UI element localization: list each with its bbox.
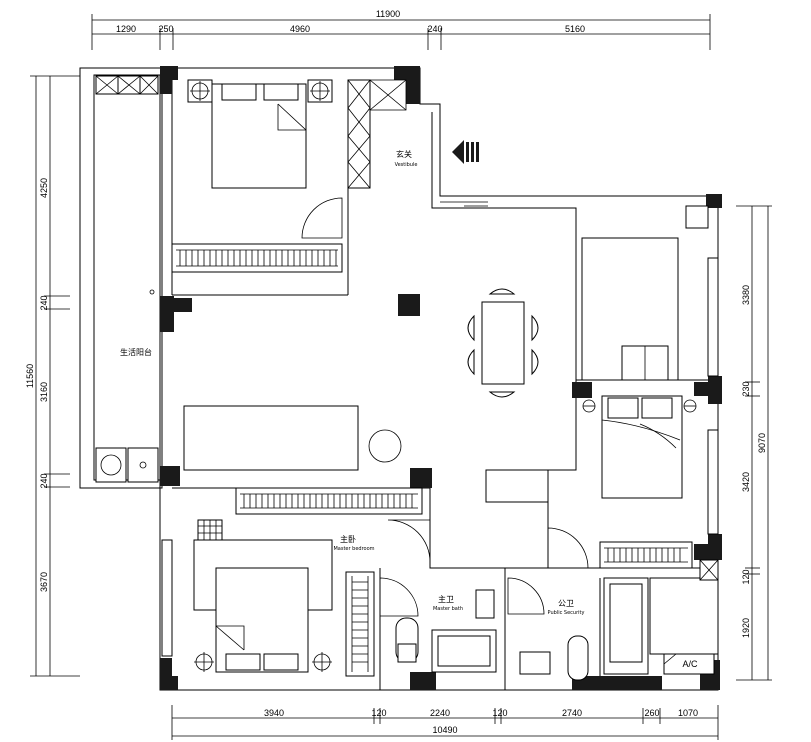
bed [211,83,307,189]
dining-table [481,301,525,385]
dim-right-4: 120 [741,569,751,584]
dim-bottom-2: 120 [371,708,386,718]
master-bedroom-label-en: Master bedroom [333,546,374,552]
master-bath: 主卫 Master bath [379,577,497,673]
chair [488,288,516,295]
balcony-label: 生活阳台 [120,347,152,357]
master-bedroom: 主卧 Master bedroom [161,487,431,677]
bedroom-north [171,79,407,273]
nightstand-lamp-e2 [683,399,697,413]
dim-top-3: 4960 [290,24,310,34]
side-table [368,429,402,463]
dimension-top: 11900 1290 250 4960 240 5160 [91,9,711,50]
master-bedroom-label-cn: 主卧 [340,534,356,544]
closet [345,571,375,677]
dim-bottom-5: 2740 [562,708,582,718]
dim-bottom-total: 10490 [432,725,457,735]
dim-top-total: 11900 [376,9,400,19]
living-area [149,289,402,471]
dim-bottom-6: 260 [644,708,659,718]
vestibule: 玄关 Vestibule [395,140,488,207]
wardrobe [599,541,693,569]
ac-label: A/C [682,659,698,669]
dim-right-1: 3380 [741,285,751,305]
chair [488,391,516,398]
nightstand-lamp-m2 [312,652,332,672]
dim-top-5: 5160 [565,24,585,34]
nightstand-lamp-m1 [194,652,214,672]
dimension-right: 9070 3380 230 3420 120 1920 [736,205,772,681]
nightstand-lamp-right [307,79,333,103]
dim-top-1: 1290 [116,24,136,34]
dim-right-total: 9070 [757,433,767,453]
vestibule-label-cn: 玄关 [396,149,412,159]
dim-bottom-4: 120 [492,708,507,718]
dim-left-total: 11560 [25,364,35,388]
dining-area [467,288,549,503]
dim-left-5: 3670 [39,572,49,592]
chair [531,348,539,376]
bedroom-east [547,205,719,569]
dim-left-4: 240 [39,473,49,488]
washing-machine [95,447,127,483]
dim-left-2: 240 [39,295,49,310]
wardrobe [235,487,423,515]
walls [79,66,722,691]
master-bath-label-cn: 主卫 [438,594,454,604]
public-bath-label-en: Public Security [548,610,585,616]
dim-bottom-3: 2240 [430,708,450,718]
dim-left-3: 3160 [39,382,49,402]
toilet [567,635,589,681]
sofa [183,405,359,471]
entrance-arrow-icon [452,140,479,164]
chair [531,314,539,342]
chair [467,314,475,342]
wardrobe [171,243,343,273]
dim-top-4: 240 [427,24,442,34]
laundry-sink [127,447,159,483]
dim-right-5: 1920 [741,618,751,638]
dim-right-3: 3420 [741,472,751,492]
sink [475,589,495,619]
nightstand-lamp-left [187,79,213,103]
dim-bottom-7: 1070 [678,708,698,718]
public-bath: A/C 公卫 Public Security [507,559,719,681]
dimension-left: 11560 4250 240 3160 240 3670 [25,75,80,677]
nightstand-lamp-e1 [582,399,596,413]
dimension-bottom: 3940 120 2240 120 2740 260 1070 10490 [171,705,719,740]
master-bath-label-en: Master bath [433,606,463,612]
dim-bottom-1: 3940 [264,708,284,718]
public-bath-label-cn: 公卫 [558,599,574,608]
balcony: 生活阳台 [95,75,159,483]
chair [467,348,475,376]
dim-top-2: 250 [158,24,173,34]
sink [519,651,551,675]
dim-left-1: 4250 [39,178,49,198]
dim-right-2: 230 [741,381,751,396]
vestibule-label-en: Vestibule [395,162,418,168]
